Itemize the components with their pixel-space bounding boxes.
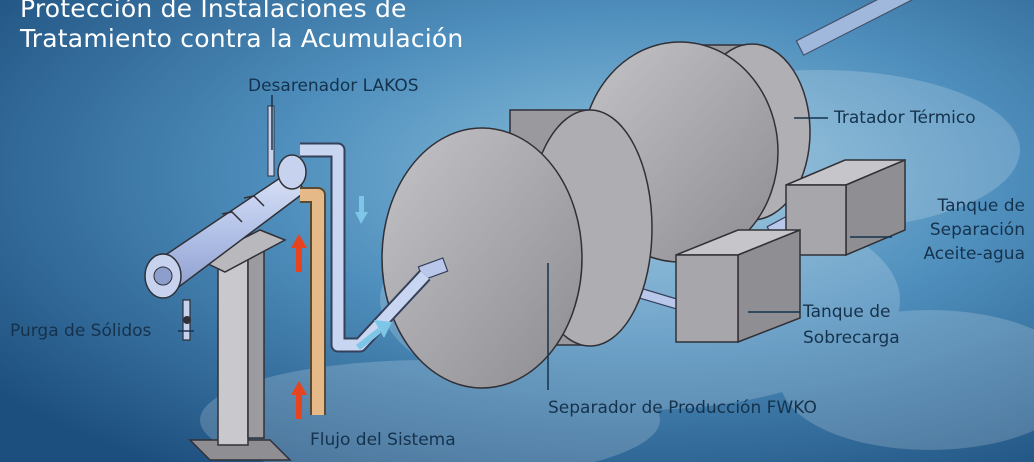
label-system-flow: Flujo del Sistema <box>310 430 456 450</box>
flow-diagonal-arrow <box>356 320 392 350</box>
title-line-1: Protección de Instalaciones de <box>20 0 407 23</box>
flow-up-arrow <box>291 234 307 272</box>
diagram-title: Protección de Instalaciones de Tratamien… <box>20 0 463 54</box>
inlet-pipe <box>300 187 326 415</box>
label-fwko-separator: Separador de Producción FWKO <box>548 398 817 418</box>
oil-water-tank <box>785 158 906 257</box>
label-heater-treater: Tratador Térmico <box>834 108 976 128</box>
label-oil-water-tank-line-1: Tanque de <box>937 196 1025 216</box>
label-surge-tank-line-1: Tanque de <box>803 302 891 322</box>
label-solids-purge: Purga de Sólidos <box>10 321 152 341</box>
support-stand <box>188 229 292 461</box>
label-surge-tank: Tanque de Sobrecarga <box>803 302 900 348</box>
fwko-separator <box>381 109 653 389</box>
flow-down-arrow <box>355 196 368 224</box>
leader-lines <box>178 95 892 390</box>
label-oil-water-tank-line-2: Separación <box>929 220 1025 240</box>
flow-up-arrow <box>291 381 307 419</box>
title-line-2: Tratamiento contra la Acumulación <box>20 24 464 53</box>
label-oil-water-tank: Tanque de Separación Aceite-agua <box>893 196 1025 264</box>
label-surge-tank-line-2: Sobrecarga <box>803 328 900 348</box>
lakos-desander <box>144 105 307 341</box>
label-lakos-desander: Desarenador LAKOS <box>248 76 419 96</box>
surge-tank <box>675 228 801 344</box>
flow-arrows <box>291 196 392 419</box>
label-oil-water-tank-line-3: Aceite-agua <box>923 244 1025 264</box>
